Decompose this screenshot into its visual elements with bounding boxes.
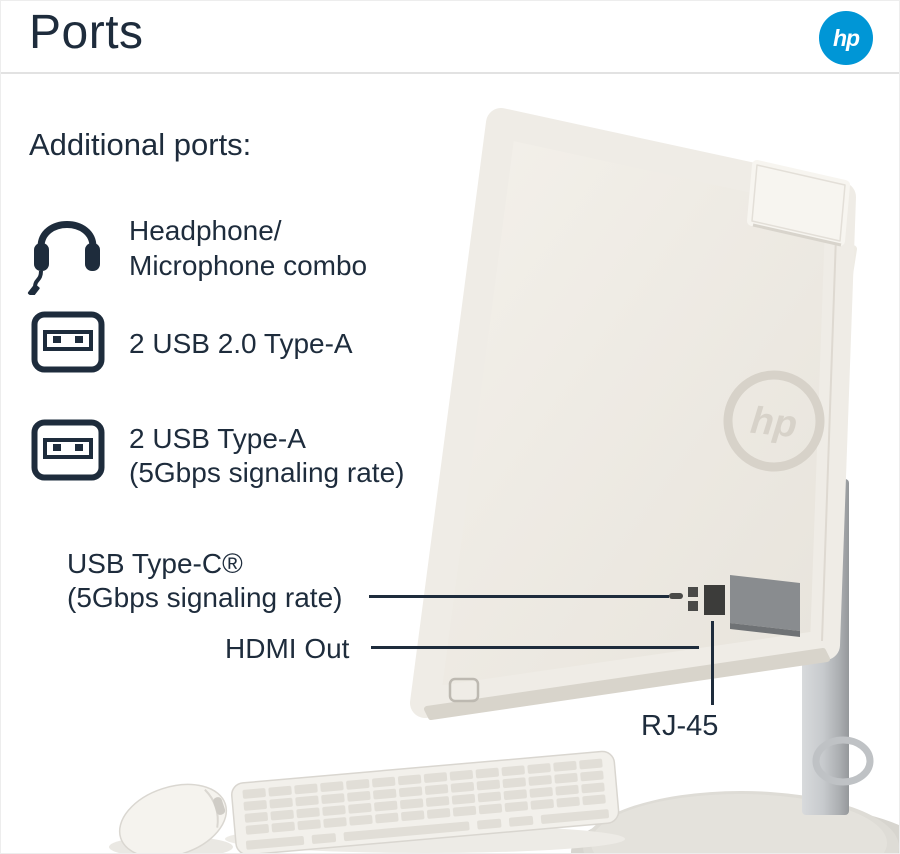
headset-icon [27, 221, 100, 295]
hdmi-callout-label: HDMI Out [225, 633, 350, 664]
usb5-label: 2 USB Type-A (5Gbps signaling rate) [129, 422, 404, 490]
device-hp-logo-text: hp [749, 400, 800, 447]
port-usb-a-2 [688, 601, 698, 611]
usb-c-callout-line1: USB Type-C® [67, 548, 243, 579]
header-divider [1, 72, 899, 74]
hdmi-callout-line [371, 646, 699, 649]
usb-a-port-icon [31, 419, 105, 481]
usb-c-callout-line [369, 595, 669, 598]
usb5-label-line2: (5Gbps signaling rate) [129, 457, 405, 488]
usb-c-callout-line2: (5Gbps signaling rate) [67, 582, 343, 613]
usb-c-callout-label: USB Type-C® (5Gbps signaling rate) [67, 547, 342, 615]
headset-label-line2: Microphone combo [129, 250, 368, 281]
usb5-label-line1: 2 USB Type-A [129, 423, 306, 454]
mount-bracket [730, 575, 800, 631]
webcam-outline [751, 164, 846, 242]
page-title: Ports [29, 6, 144, 59]
port-usb-a-1 [688, 587, 698, 597]
panel-bottom-edge [424, 648, 830, 720]
keyboard [231, 750, 620, 853]
mount-bracket-edge [730, 623, 800, 637]
usb2-label: 2 USB 2.0 Type-A [129, 328, 353, 359]
port-rj45 [704, 585, 725, 615]
device-hp-logo: hp [723, 370, 825, 472]
headset-label: Headphone/ Microphone combo [129, 213, 367, 283]
regulatory-mark [448, 677, 480, 703]
hp-logo-text: hp [832, 24, 860, 51]
hp-logo: hp [819, 11, 873, 65]
section-heading: Additional ports: [29, 127, 252, 162]
headset-label-line1: Headphone/ [129, 215, 282, 246]
mouse [118, 783, 228, 853]
rj45-callout-line [711, 621, 714, 705]
usb-a-port-icon [31, 311, 105, 373]
monitor-back-panel [410, 108, 856, 718]
webcam-slot [752, 223, 842, 247]
rj45-callout-label: RJ-45 [641, 710, 719, 742]
panel-seam [821, 206, 838, 642]
port-usb-c [669, 593, 683, 599]
cable-ring [812, 736, 874, 786]
